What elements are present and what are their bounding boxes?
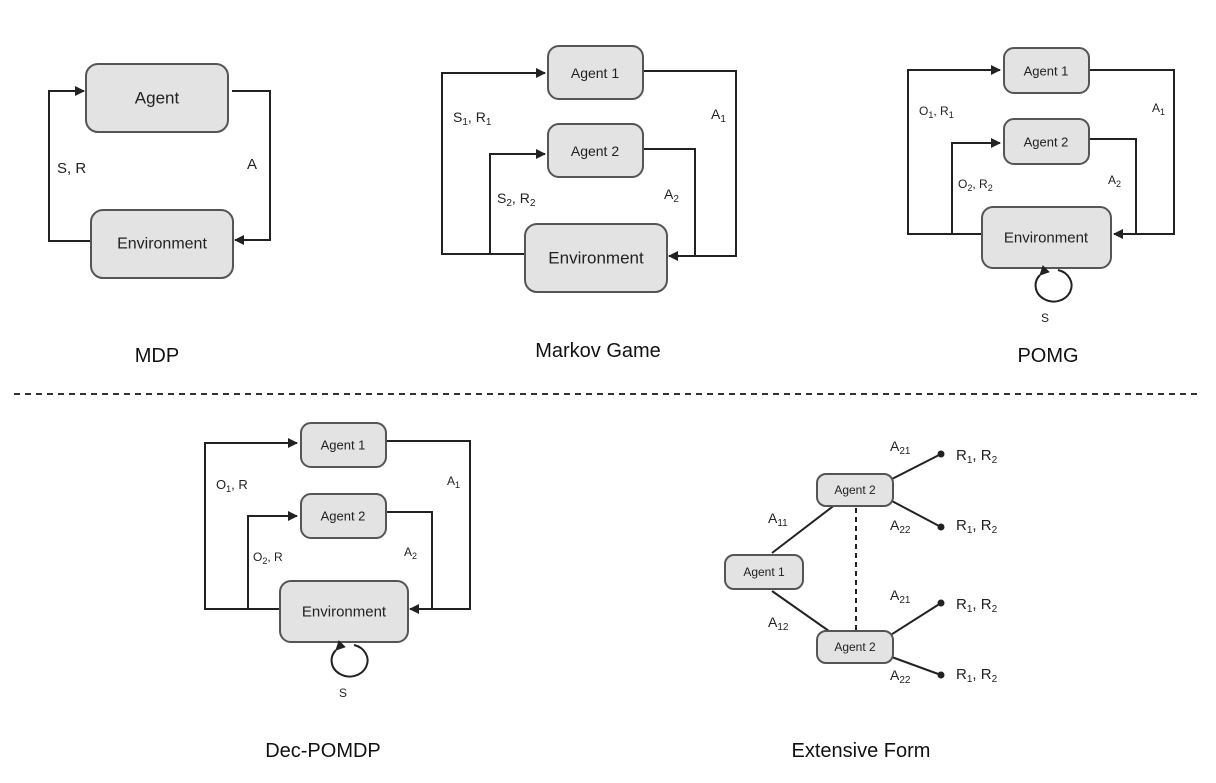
mg-a1-edge bbox=[643, 70, 737, 261]
ef-leaf-dot bbox=[937, 523, 945, 531]
ef-payoff-label: R1, R2 bbox=[956, 596, 998, 615]
mdp-state-reward-label: S, R bbox=[57, 160, 86, 177]
dp-o1r-label: O1, R bbox=[216, 477, 248, 494]
pomg-o2r2-edge bbox=[951, 138, 1001, 234]
ef-upper-a22-label: A22 bbox=[890, 517, 911, 536]
pomg-a1-label: A1 bbox=[1152, 101, 1165, 117]
dp-title: Dec-POMDP bbox=[265, 740, 381, 762]
mdp-environment-node bbox=[90, 209, 234, 279]
ef-a11-label: A11 bbox=[768, 510, 788, 529]
mdp-action-label: A bbox=[247, 156, 257, 173]
ef-payoff-label: R1, R2 bbox=[956, 517, 998, 536]
dp-a2-label: A2 bbox=[404, 545, 417, 561]
mg-s1r1-label: S1, R1 bbox=[453, 109, 492, 128]
pomg-environment-label: Environment bbox=[1004, 230, 1089, 247]
mg-s2r2-label: S2, R2 bbox=[497, 190, 536, 209]
ef-edge-a11 bbox=[771, 503, 837, 554]
dp-a2-edge bbox=[386, 511, 433, 609]
mdp-environment-label: Environment bbox=[117, 236, 207, 253]
ef-edge-a12 bbox=[771, 590, 837, 637]
pomg-state-loop bbox=[1034, 265, 1073, 303]
dp-agent2-node bbox=[300, 493, 387, 539]
mdp-state-reward-edge bbox=[48, 86, 91, 242]
ef-lower-a21-label: A21 bbox=[890, 587, 911, 606]
ef-title: Extensive Form bbox=[792, 740, 931, 762]
pomg-agent2-label: Agent 2 bbox=[1024, 135, 1069, 150]
ef-leaf-dot bbox=[937, 599, 945, 607]
ef-leaf-dot bbox=[937, 450, 945, 458]
ef-root-label: Agent 1 bbox=[743, 565, 785, 579]
mdp-agent-node bbox=[85, 63, 229, 133]
pomg-agent1-node bbox=[1003, 47, 1090, 94]
mg-agent2-node bbox=[547, 123, 644, 178]
dp-a1-label: A1 bbox=[447, 474, 460, 490]
ef-upper-a21-label: A21 bbox=[890, 438, 911, 457]
pomg-agent2-node bbox=[1003, 118, 1090, 165]
ef-upper-node bbox=[816, 473, 894, 507]
ef-payoff-label: R1, R2 bbox=[956, 666, 998, 685]
extensive-form-diagram: Agent 1 Agent 2 Agent 2 A11 A12 A21 A22 … bbox=[724, 438, 998, 762]
mdp-action-edge bbox=[232, 90, 271, 245]
dp-a1-edge bbox=[386, 440, 471, 614]
pomg-agent1-label: Agent 1 bbox=[1024, 64, 1069, 79]
mg-a1-label: A1 bbox=[711, 106, 726, 125]
mg-s1r1-edge bbox=[441, 68, 546, 255]
mg-agent1-label: Agent 1 bbox=[571, 65, 619, 81]
dp-state-loop bbox=[330, 640, 369, 678]
ef-edge-upper-a21 bbox=[889, 453, 942, 481]
ef-lower-node bbox=[816, 630, 894, 664]
dp-o2r-edge bbox=[247, 511, 298, 609]
dp-state-label: S bbox=[339, 686, 347, 700]
mg-environment-node bbox=[524, 223, 668, 293]
ef-upper-label: Agent 2 bbox=[834, 483, 876, 497]
mg-agent1-node bbox=[547, 45, 644, 100]
pomg-o1r1-label: O1, R1 bbox=[919, 104, 954, 120]
ef-edge-upper-a22 bbox=[889, 499, 942, 528]
dp-o2r-label: O2, R bbox=[253, 550, 283, 566]
mg-title: Markov Game bbox=[535, 340, 661, 362]
mdp-agent-label: Agent bbox=[135, 89, 180, 108]
mdp-title: MDP bbox=[135, 345, 179, 367]
pomg-a1-edge bbox=[1089, 69, 1175, 239]
dp-agent2-label: Agent 2 bbox=[321, 509, 366, 524]
mg-environment-label: Environment bbox=[548, 249, 644, 268]
ef-leaf-dot bbox=[937, 671, 945, 679]
dec-pomdp-diagram: Agent 1 Agent 2 Environment S O1, R O2, … bbox=[204, 422, 471, 762]
ef-edge-lower-a21 bbox=[888, 602, 942, 637]
ef-lower-label: Agent 2 bbox=[834, 640, 876, 654]
ef-root-node bbox=[724, 554, 804, 590]
ef-lower-a22-label: A22 bbox=[890, 667, 911, 686]
dp-agent1-node bbox=[300, 422, 387, 468]
dp-environment-label: Environment bbox=[302, 604, 387, 621]
ef-edge-lower-a22 bbox=[888, 655, 942, 676]
pomg-diagram: Agent 1 Agent 2 Environment S O1, R1 O2,… bbox=[907, 47, 1175, 367]
mg-s2r2-edge bbox=[489, 149, 546, 254]
mg-a2-edge bbox=[643, 148, 696, 256]
pomg-title: POMG bbox=[1017, 345, 1078, 367]
pomg-a2-edge bbox=[1089, 138, 1137, 234]
pomg-o2r2-label: O2, R2 bbox=[958, 177, 993, 193]
pomg-o1r1-edge bbox=[907, 65, 1001, 235]
mg-a2-label: A2 bbox=[664, 186, 679, 205]
dp-o1r-edge bbox=[204, 438, 298, 610]
dp-agent1-label: Agent 1 bbox=[321, 438, 366, 453]
pomg-a2-label: A2 bbox=[1108, 173, 1121, 189]
mg-agent2-label: Agent 2 bbox=[571, 143, 619, 159]
markov-game-diagram: Agent 1 Agent 2 Environment S1, R1 S2, R… bbox=[441, 45, 737, 362]
ef-payoff-label: R1, R2 bbox=[956, 447, 998, 466]
pomg-state-label: S bbox=[1041, 311, 1049, 325]
ef-a12-label: A12 bbox=[768, 614, 789, 633]
mdp-diagram: Agent Environment S, R A MDP bbox=[48, 63, 271, 367]
